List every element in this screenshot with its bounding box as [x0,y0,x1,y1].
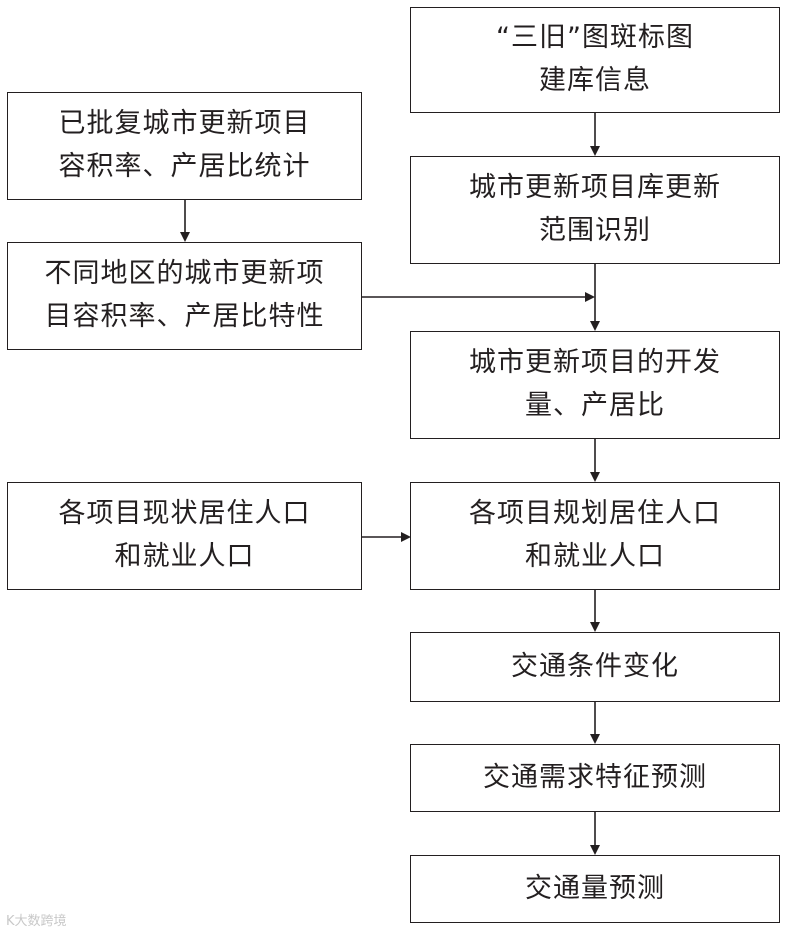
node-planned-population: 各项目规划居住人口 和就业人口 [410,482,780,590]
node-demand-forecast-line1: 交通需求特征预测 [483,761,707,793]
node-traffic-conditions-line1: 交通条件变化 [511,650,679,682]
node-volume-forecast: 交通量预测 [410,855,780,923]
node-volume-forecast-line1: 交通量预测 [525,872,665,904]
node-sanjiu-database: “三旧”图斑标图 建库信息 [410,7,780,113]
node-current-population: 各项目现状居住人口 和就业人口 [7,482,362,590]
node-approved-stats: 已批复城市更新项目 容积率、产居比统计 [7,92,362,200]
node-planned-pop-line1: 各项目规划居住人口 [469,498,721,530]
node-sanjiu-line1: “三旧”图斑标图 [496,22,694,54]
node-dev-volume-line2: 量、产居比 [525,390,665,421]
node-regional-traits-line2: 目容积率、产居比特性 [44,301,325,332]
node-approved-stats-line2: 容积率、产居比统计 [58,151,311,182]
node-sanjiu-line2: 建库信息 [539,65,651,96]
node-current-pop-line2: 和就业人口 [114,541,255,572]
node-planned-pop-line2: 和就业人口 [525,541,665,572]
node-range-line1: 城市更新项目库更新 [469,172,721,204]
node-approved-stats-line1: 已批复城市更新项目 [58,108,311,140]
node-current-pop-line1: 各项目现状居住人口 [58,498,311,530]
node-dev-volume: 城市更新项目的开发 量、产居比 [410,331,780,439]
node-dev-volume-line1: 城市更新项目的开发 [469,347,721,379]
node-regional-traits-line1: 不同地区的城市更新项 [44,258,325,290]
node-range-identification: 城市更新项目库更新 范围识别 [410,156,780,264]
node-range-line2: 范围识别 [539,215,651,246]
node-traffic-conditions: 交通条件变化 [410,632,780,702]
node-demand-forecast: 交通需求特征预测 [410,744,780,812]
watermark-text: K大数跨境 [6,914,67,929]
node-regional-traits: 不同地区的城市更新项 目容积率、产居比特性 [7,242,362,350]
